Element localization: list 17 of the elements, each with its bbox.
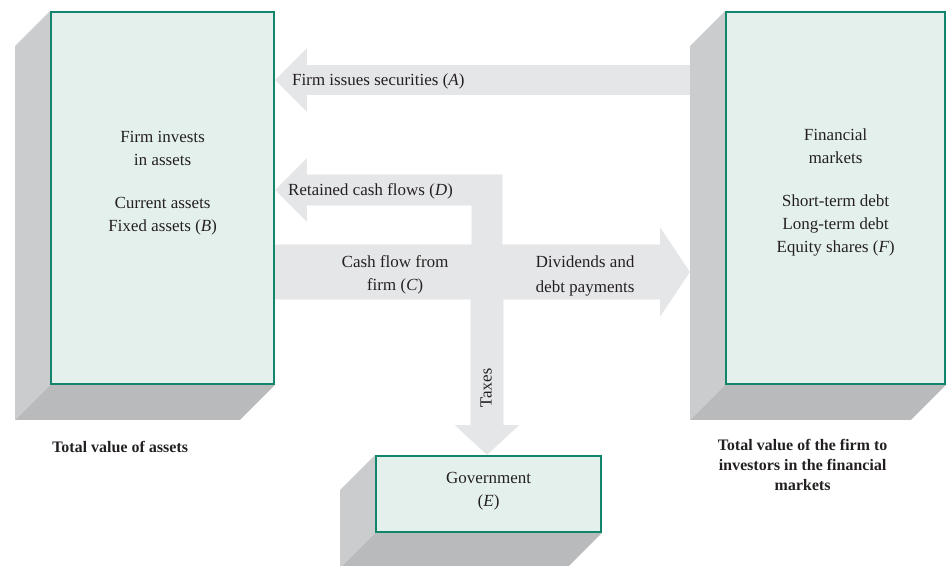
edge-label: Firm issues securities (A)	[292, 70, 464, 89]
box	[50, 11, 275, 385]
box-text: Government (E)	[445, 467, 532, 512]
box	[725, 11, 946, 385]
box-text: Firm invests in assets	[119, 126, 206, 171]
box-text: Short-term debt Long-term debt Equity shares (F)	[775, 190, 896, 258]
node-label: Total value of the firm to investors in the financial markets	[716, 436, 888, 496]
edge-label: Dividends and debt payments	[536, 252, 634, 296]
box-text: Financial markets	[802, 124, 868, 169]
box-text: Current assets Fixed assets (B)	[107, 192, 218, 237]
node-label: Total value of assets	[51, 438, 189, 458]
wide-arrow	[275, 227, 690, 317]
box	[375, 455, 602, 533]
edge-label: Taxes	[476, 368, 496, 408]
edge-label: Retained cash flows (D)	[288, 180, 453, 199]
wide-arrow	[275, 48, 690, 112]
flow-label: Cash flow from firm (C)	[340, 251, 450, 296]
